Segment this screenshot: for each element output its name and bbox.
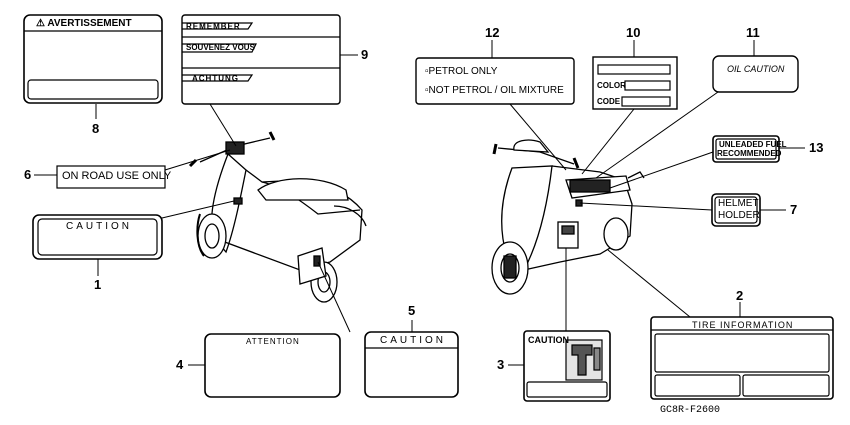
callout-8: 8 [92,121,100,136]
attention-text: ATTENTION [244,337,302,346]
oil-caution-text: OIL CAUTION [727,64,785,74]
callout-2: 2 [736,288,744,303]
callout-10: 10 [626,25,641,40]
label-12-petrol [415,57,575,105]
achtung-text: ACHTUNG [192,74,239,83]
helmet-text: HELMET [718,198,759,209]
code-text: CODE [597,97,621,106]
label-9-remember [181,14,341,105]
callout-13: 13 [809,140,824,155]
caution-3-text: CAUTION [528,335,569,345]
callout-1: 1 [94,277,102,292]
caution-1-text: CAUTION [66,221,132,232]
callout-9: 9 [361,47,369,62]
label-6-road-use [56,165,166,189]
label-8-avertissement [23,14,163,104]
souvenez-vous-text: SOUVENEZ VOUS [186,43,255,52]
square-bullet-icon: ▫ [425,66,429,77]
leader-lines [34,40,805,366]
avertissement-heading: ⚠ AVERTISSEMENT [36,18,132,29]
not-petrol-label: NOT PETROL / OIL MIXTURE [428,85,564,96]
callout-3: 3 [497,357,505,372]
callout-6: 6 [24,167,32,182]
label-10-color-code [592,56,678,110]
on-road-use-only-text: ON ROAD USE ONLY [62,170,172,182]
tire-information-text: TIRE INFORMATION [692,320,794,330]
color-text: COLOR [597,81,626,90]
label-2-tire-information [650,316,834,400]
label-13-unleaded [712,135,780,163]
callout-7: 7 [790,202,798,217]
caution-5-text: CAUTION [380,335,446,346]
petrol-only-label: PETROL ONLY [428,66,498,77]
label-3-caution [523,330,611,402]
recommended-text: RECOMMENDED [717,149,782,158]
callout-5: 5 [408,303,416,318]
label-11-oil-caution [712,55,799,93]
scooter-left [188,131,367,303]
unleaded-fuel-text: UNLEADED FUEL [719,140,787,149]
holder-text: HOLDER [718,210,760,221]
scooter-right [491,139,645,295]
remember-text: REMEMBER [186,22,241,31]
square-bullet-icon: ▫ [425,85,429,96]
diagram-code: GC8R-F2600 [660,405,721,416]
callout-4: 4 [176,357,184,372]
not-petrol-text: ▫NOT PETROL / OIL MIXTURE [425,85,564,96]
petrol-only-text: ▫PETROL ONLY [425,66,497,77]
callout-11: 11 [746,25,760,40]
callout-12: 12 [485,25,500,40]
